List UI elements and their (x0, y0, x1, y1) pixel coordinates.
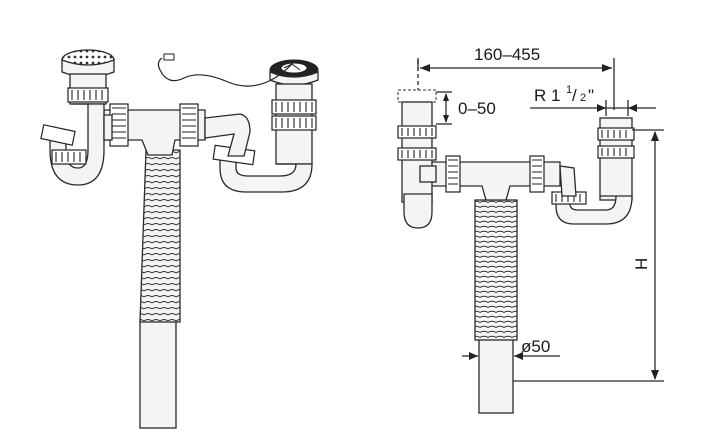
tee-left-nut (109, 103, 129, 147)
height-dimension: H (513, 129, 664, 382)
drawing-tail-pipe (478, 334, 514, 414)
drawing-right-nut-2 (597, 145, 635, 159)
drawing-left-nut-1 (397, 125, 437, 139)
drawing-corrugated-hose (474, 199, 518, 341)
left-trap-nut-low (51, 149, 87, 165)
overflow-chain (157, 57, 295, 87)
drawing-tee-nut-right (529, 155, 545, 193)
height-adjust-label: 0–50 (458, 99, 496, 118)
diameter-dimension: ø50 (462, 337, 560, 360)
tail-pipe (139, 319, 177, 429)
width-dimension: 160–455 (417, 45, 615, 110)
thread-label: R 1 (534, 86, 560, 105)
thread-inch-mark: " (588, 86, 594, 105)
thread-fraction-slash: / (572, 86, 577, 105)
drawing-left-trap (403, 193, 433, 229)
drawing-left-nut-2 (397, 147, 437, 161)
thread-fraction-numerator: 1 (566, 84, 572, 96)
tee-right-nut (179, 103, 199, 147)
strainer-dashed-position (397, 89, 437, 103)
drawing-right-nut-1 (597, 127, 635, 141)
chain-clip (163, 53, 175, 61)
thread-dimension: R 1 1 / 2 " (530, 84, 656, 116)
left-trap-nut (40, 124, 76, 146)
right-arm (204, 113, 251, 157)
right-trap (219, 159, 313, 193)
height-label: H (632, 258, 651, 270)
diameter-label: ø50 (521, 337, 550, 356)
thread-fraction-denominator: 2 (580, 92, 586, 104)
width-range-label: 160–455 (474, 45, 540, 64)
drawing-tee-nut-left (445, 155, 461, 193)
height-adjust-dimension: 0–50 (436, 91, 496, 125)
left-trap (49, 103, 105, 186)
technical-drawing: 160–455 0–50 R 1 1 / 2 " (397, 45, 664, 414)
perspective-illustration (40, 49, 319, 429)
corrugated-hose (139, 149, 181, 323)
